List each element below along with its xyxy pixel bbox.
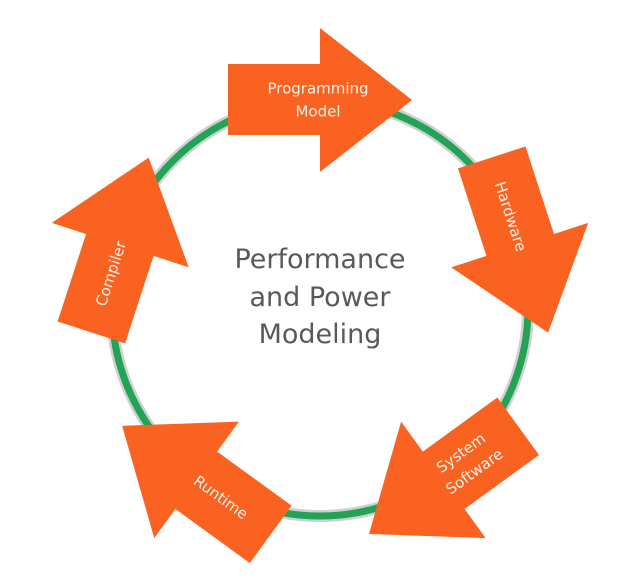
arrow-shape (369, 397, 540, 539)
arrow-runtime: Runtime (122, 421, 292, 564)
arrow-shape (451, 146, 589, 333)
arrow-label-line: Programming (267, 80, 368, 98)
arrow-hardware: Hardware (451, 146, 589, 333)
arrow-shape (122, 421, 292, 564)
arrow-shape (51, 157, 189, 344)
center-title: Performance and Power Modeling (234, 244, 405, 350)
center-title-line-3: Modeling (259, 319, 382, 350)
arrow-shape (228, 28, 412, 172)
center-title-line-2: and Power (249, 282, 391, 313)
center-title-line-1: Performance (234, 244, 405, 275)
arrow-compiler: Compiler (51, 157, 189, 344)
arrow-label-line: Model (295, 103, 340, 121)
